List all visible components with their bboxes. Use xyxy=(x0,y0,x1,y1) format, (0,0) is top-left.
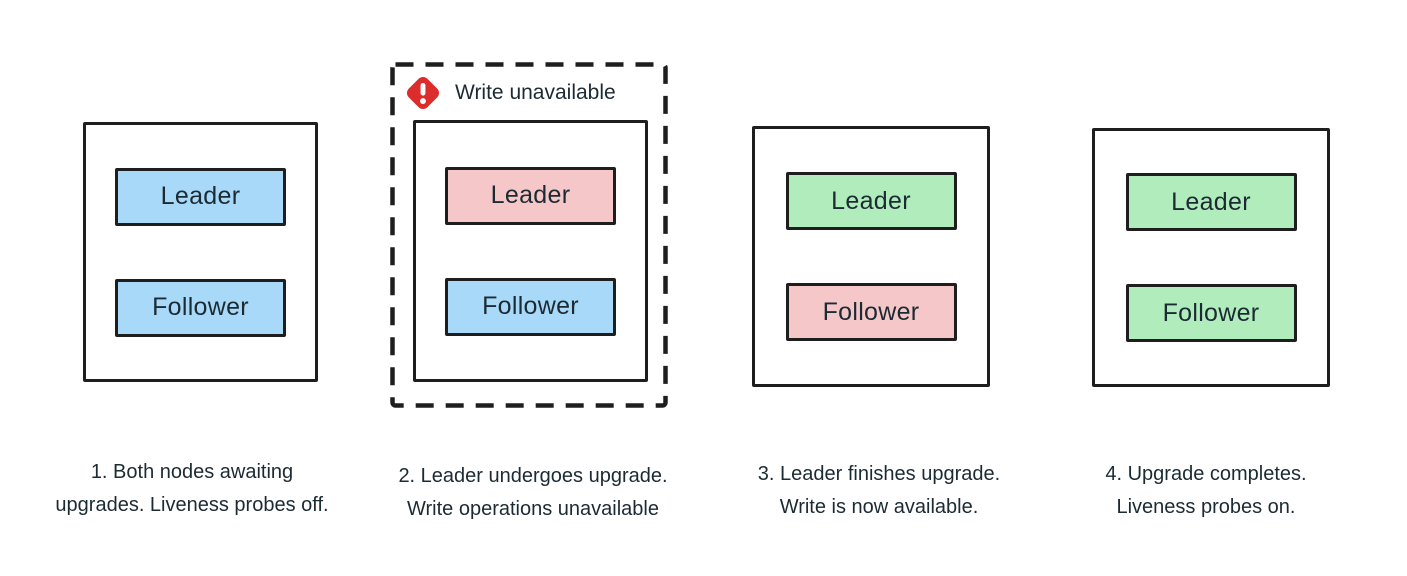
stage-4-leader-node: Leader xyxy=(1125,173,1297,231)
caption-line: Write operations unavailable xyxy=(406,498,659,520)
caption-line: Liveness probes on. xyxy=(1116,496,1296,518)
stage-1-cluster-box: Leader Follower xyxy=(83,122,318,382)
stage-2-cluster-box: Leader Follower xyxy=(413,120,648,382)
stage-2-leader-node: Leader xyxy=(445,166,616,225)
caption-line: 3. Leader finishes upgrade. xyxy=(757,463,1001,485)
alert-label: Write unavailable xyxy=(455,81,616,104)
stage-3-follower-node: Follower xyxy=(785,283,957,341)
stage-4-follower-node: Follower xyxy=(1125,284,1297,342)
stage-3-cluster-box: Leader Follower xyxy=(752,126,990,387)
stage-3-leader-node: Leader xyxy=(785,172,957,230)
stage-4-caption: 4. Upgrade completes. Liveness probes on… xyxy=(1026,458,1386,524)
caption-line: Write is now available. xyxy=(779,496,979,518)
stage-2-caption: 2. Leader undergoes upgrade. Write opera… xyxy=(353,460,713,526)
stage-3-caption: 3. Leader finishes upgrade. Write is now… xyxy=(699,458,1059,524)
caption-line: 2. Leader undergoes upgrade. xyxy=(398,465,668,487)
stage-2-maintenance-boundary xyxy=(390,62,668,408)
write-unavailable-alert: Write unavailable xyxy=(402,71,616,115)
caption-line: 1. Both nodes awaiting xyxy=(90,461,294,483)
caption-line: upgrades. Liveness probes off. xyxy=(55,494,329,516)
stage-1-caption: 1. Both nodes awaiting upgrades. Livenes… xyxy=(12,456,372,522)
stage-1-leader-node: Leader xyxy=(115,167,286,226)
stage-2-follower-node: Follower xyxy=(445,277,616,336)
caption-line: 4. Upgrade completes. xyxy=(1105,463,1307,485)
stage-1-follower-node: Follower xyxy=(115,278,286,337)
stage-4-cluster-box: Leader Follower xyxy=(1092,128,1330,387)
exclamation-diamond-icon xyxy=(406,76,440,110)
